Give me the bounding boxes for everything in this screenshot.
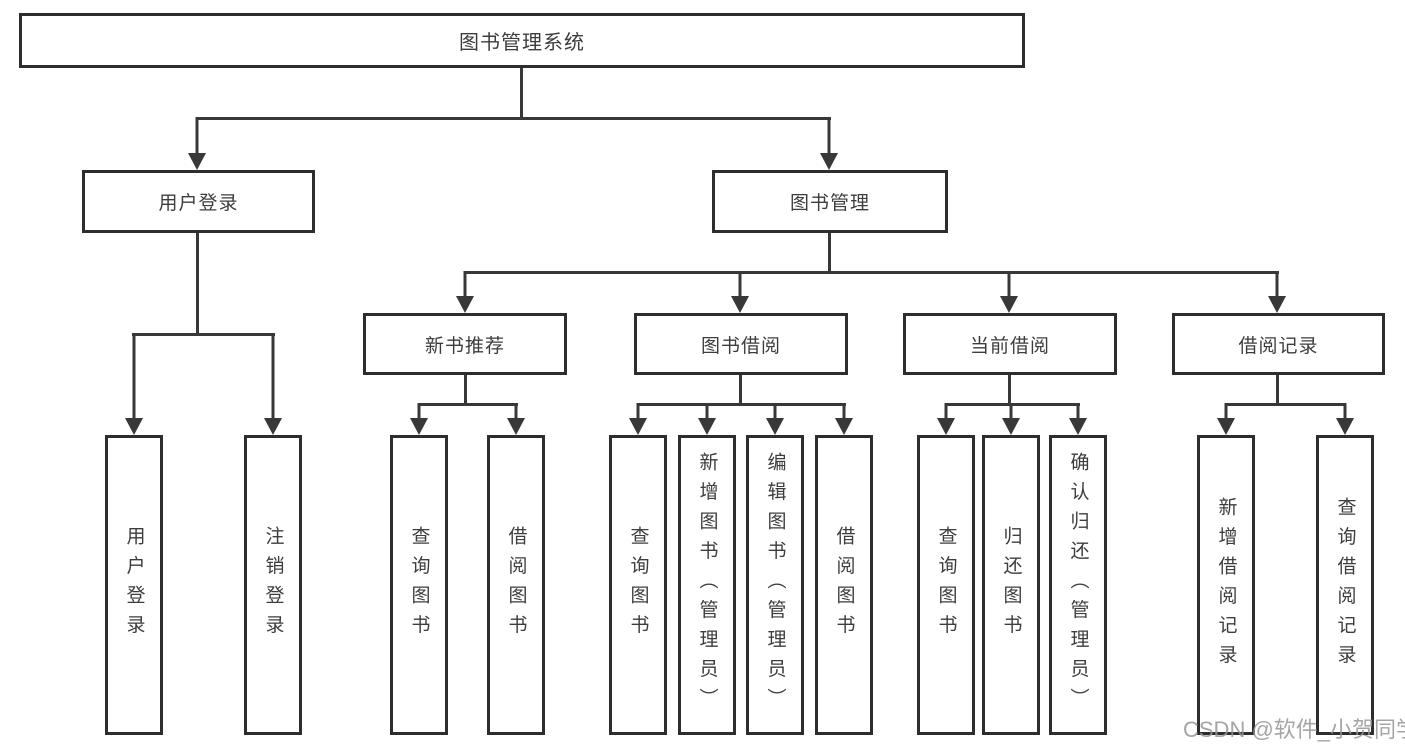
connector-current-stub-line	[1008, 375, 1011, 406]
arrow-down-to-book-borrowing	[731, 271, 749, 313]
connector-book-management-horizontal-line	[464, 271, 1279, 274]
arrow-down-to-query-books-recommend	[410, 403, 428, 435]
leaf-borrow-books-borrow: 借阅图书	[815, 435, 873, 735]
leaf-user-login: 用户登录	[105, 435, 163, 735]
connector-borrowing-horizontal-line	[637, 403, 846, 406]
leaf-borrow-books-recommend: 借阅图书	[487, 435, 545, 735]
node-library-management-system: 图书管理系统	[19, 13, 1025, 68]
leaf-logout: 注销登录	[244, 435, 302, 735]
leaf-query-books-recommend: 查询图书	[390, 435, 448, 735]
node-book-management-branch: 图书管理	[712, 170, 948, 233]
arrow-down-to-query-borrow-record	[1336, 403, 1354, 435]
leaf-add-book-admin: 新增图书（管理员）	[678, 435, 736, 735]
arrow-down-to-add-book-admin	[698, 403, 716, 435]
arrow-down-to-current-borrowing	[1000, 271, 1018, 313]
connector-root-horizontal-line	[196, 117, 831, 120]
arrow-down-to-book-management	[820, 117, 838, 170]
leaf-query-books-current: 查询图书	[917, 435, 975, 735]
arrow-down-to-borrowing-records	[1268, 271, 1286, 313]
arrow-down-to-leaf-logout	[264, 333, 282, 435]
connector-recommend-stub-line	[464, 375, 467, 406]
connector-user-login-horizontal-line	[132, 333, 275, 336]
arrow-down-to-user-login	[188, 117, 206, 170]
leaf-add-borrow-record: 新增借阅记录	[1197, 435, 1255, 735]
leaf-edit-book-admin: 编辑图书（管理员）	[746, 435, 804, 735]
node-borrowing-records: 借阅记录	[1172, 313, 1385, 375]
arrow-down-to-borrow-books-borrow	[835, 403, 853, 435]
connector-root-stub-line	[520, 68, 523, 120]
arrow-down-to-add-borrow-record	[1217, 403, 1235, 435]
leaf-return-books: 归还图书	[982, 435, 1040, 735]
node-book-borrowing: 图书借阅	[634, 313, 848, 375]
arrow-down-to-new-book-recommend	[456, 271, 474, 313]
connector-book-management-stub-line	[828, 233, 831, 274]
node-new-book-recommend: 新书推荐	[363, 313, 567, 375]
connector-records-horizontal-line	[1225, 403, 1346, 406]
leaf-query-books-borrow: 查询图书	[609, 435, 667, 735]
csdn-watermark: CSDN @软件_小贺同学	[1183, 717, 1405, 742]
arrow-down-to-edit-book-admin	[766, 403, 784, 435]
connector-records-stub-line	[1276, 375, 1279, 406]
arrow-down-to-leaf-user-login	[125, 333, 143, 435]
node-user-login-branch: 用户登录	[82, 170, 315, 233]
connector-user-login-stub-line	[196, 233, 199, 336]
arrow-down-to-confirm-return-admin	[1069, 403, 1087, 435]
arrow-down-to-query-books-current	[937, 403, 955, 435]
node-current-borrowing: 当前借阅	[903, 313, 1117, 375]
arrow-down-to-return-books	[1002, 403, 1020, 435]
leaf-query-borrow-record: 查询借阅记录	[1316, 435, 1374, 735]
connector-recommend-horizontal-line	[418, 403, 518, 406]
leaf-confirm-return-admin: 确认归还（管理员）	[1049, 435, 1107, 735]
arrow-down-to-borrow-books-recommend	[507, 403, 525, 435]
arrow-down-to-query-books-borrow	[629, 403, 647, 435]
connector-borrowing-stub-line	[739, 375, 742, 406]
